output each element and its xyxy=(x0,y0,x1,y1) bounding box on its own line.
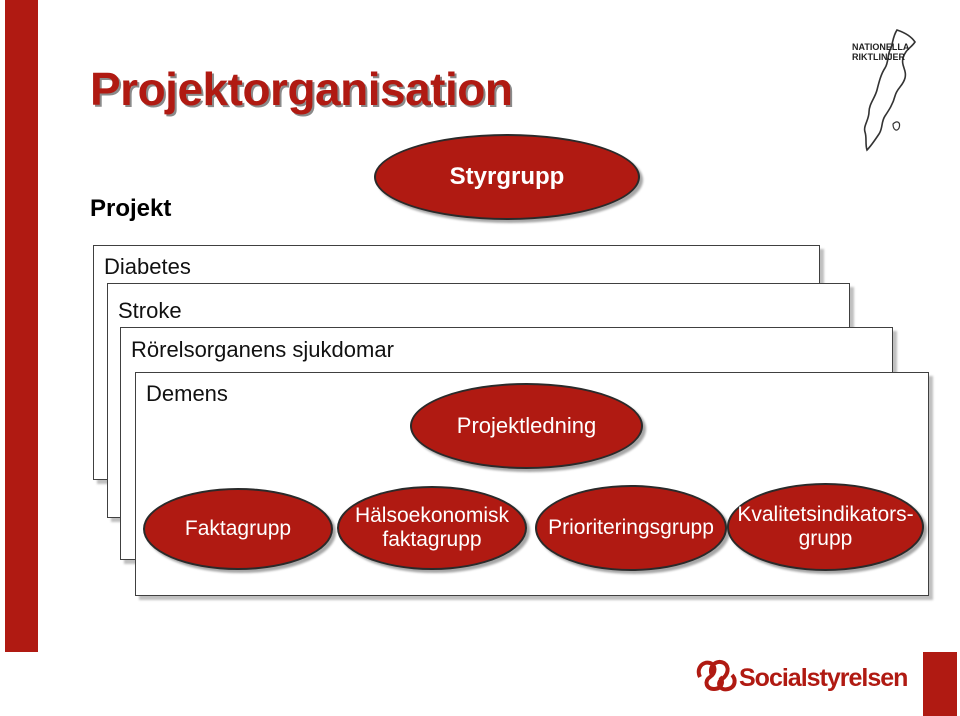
group-node-prioritering: Prioriteringsgrupp xyxy=(535,485,727,571)
socialstyrelsen-emblem-icon xyxy=(696,660,737,692)
group-label: Faktagrupp xyxy=(184,516,292,540)
logo-line: RIKTLINJER xyxy=(852,52,906,63)
group-label: Hälsoekonomisk faktagrupp xyxy=(354,503,510,551)
group-node-faktagrupp: Faktagrupp xyxy=(143,488,333,570)
sweden-map-icon xyxy=(863,29,916,152)
steering-group-node: Styrgrupp xyxy=(374,134,640,220)
corner-accent-block xyxy=(923,652,957,716)
project-management-node: Projektledning xyxy=(410,383,643,469)
group-node-halsoekonomisk: Hälsoekonomisk faktagrupp xyxy=(337,486,527,570)
steering-group-label: Styrgrupp xyxy=(449,163,565,191)
project-label: Projekt xyxy=(90,195,172,222)
group-node-kvalitetsindikator: Kvalitetsindikators- grupp xyxy=(727,483,924,571)
project-panel-label: Stroke xyxy=(118,298,182,323)
project-panel-label: Rörelsorganens sjukdomar xyxy=(131,337,394,362)
project-panel-label: Diabetes xyxy=(104,254,191,279)
left-accent-bar xyxy=(5,0,38,652)
socialstyrelsen-logo-text: Socialstyrelsen xyxy=(739,664,908,692)
logo-line: NATIONELLA xyxy=(852,42,910,52)
project-panel-label: Demens xyxy=(146,381,228,406)
nationella-riktlinjer-logo: NATIONELLA RIKTLINJER xyxy=(852,42,909,63)
group-label: Kvalitetsindikators- grupp xyxy=(737,502,914,550)
group-label: Prioriteringsgrupp xyxy=(548,515,714,539)
project-management-label: Projektledning xyxy=(456,413,597,439)
page-title: Projektorganisation xyxy=(90,63,513,115)
